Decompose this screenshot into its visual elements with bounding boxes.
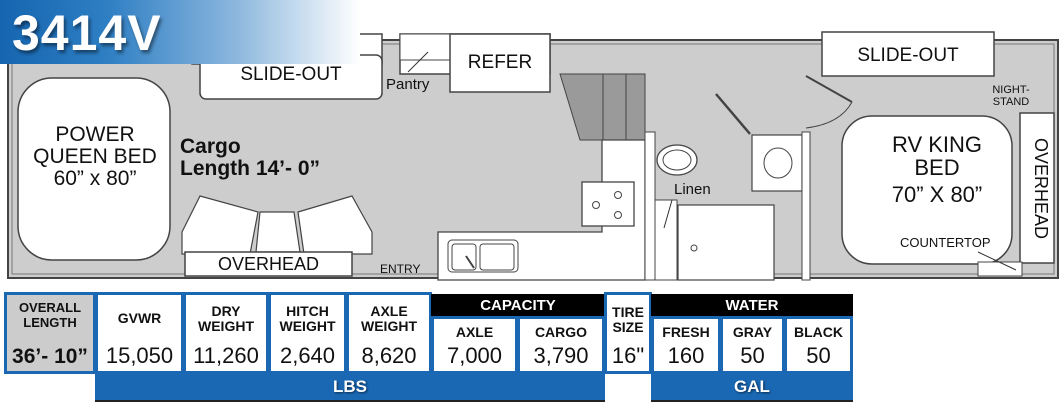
model-banner: 3414V [0,0,360,64]
rear-bed-label: RV KING BED 70” X 80” [862,133,1012,206]
cargo-length-label: Cargo Length 14’- 0” [180,135,321,181]
front-bed-size: 60” x 80” [53,167,137,191]
tire-size-label1: TIRE [612,304,644,320]
capacity-cargo-cell: CARGO 3,790 [517,316,605,374]
rear-bed-size: 70” X 80” [891,182,983,208]
refer-label: REFER [467,52,533,73]
water-gray-label: GRAY [732,324,773,340]
axle-weight-label2: WEIGHT [361,318,417,334]
axle-weight-value: 8,620 [361,343,417,368]
water-black-label: BLACK [794,324,843,340]
front-bed-line1: POWER [55,123,135,146]
hitch-weight-value: 2,640 [279,343,336,368]
capacity-header: CAPACITY [431,294,605,318]
gvwr-value: 15,050 [105,343,174,368]
tire-size-cell: TIRE SIZE 16" [604,292,652,374]
water-fresh-label: FRESH [662,324,710,340]
gvwr-label: GVWR [117,310,162,326]
water-header: WATER [651,294,853,318]
capacity-axle-value: 7,000 [446,343,503,368]
water-gray-value: 50 [740,343,765,368]
overhead-left-label: OVERHEAD [217,254,320,274]
capacity-axle-cell: AXLE 7,000 [431,316,518,374]
hitch-weight-cell: HITCH WEIGHT 2,640 [268,292,347,374]
overall-length-label: OVERALL LENGTH [7,300,93,330]
water-gray-cell: GRAY 50 [720,316,785,374]
specs-table: OVERALL LENGTH 36’- 10” GVWR 15,050 DRY … [0,292,860,408]
front-bed-label: POWER QUEEN BED 60” x 80” [22,123,168,191]
water-fresh-cell: FRESH 160 [651,316,721,374]
water-fresh-value: 160 [667,343,705,368]
water-black-cell: BLACK 50 [784,316,853,374]
overall-length-label1: OVERALL [18,300,82,315]
hitch-weight-label1: HITCH [286,303,329,319]
rear-bed-line2: BED [914,155,960,181]
gal-unit-bar: GAL [651,374,853,402]
rear-bed-line1: RV KING [891,132,983,157]
dry-weight-label: DRY WEIGHT [186,304,266,334]
cargo-line1: Cargo [180,135,241,158]
entry-label: ENTRY [380,262,421,276]
linen-label: Linen [674,181,711,198]
axle-weight-label1: AXLE [370,303,408,319]
model-title: 3414V [12,5,162,61]
lbs-unit-bar: LBS [95,374,605,402]
nightstand-line2: STAND [992,95,1030,108]
hitch-weight-label2: WEIGHT [279,318,336,334]
gvwr-cell: GVWR 15,050 [95,292,184,374]
dry-weight-cell: DRY WEIGHT 11,260 [183,292,269,374]
dry-weight-value: 11,260 [193,343,259,368]
front-bed-line2: QUEEN BED [33,145,157,169]
tire-size-value: 16" [611,343,645,368]
floor-plan-drawing [7,31,1059,281]
axle-weight-cell: AXLE WEIGHT 8,620 [346,292,432,374]
axle-weight-label: AXLE WEIGHT [349,304,429,334]
nightstand-line1: NIGHT- [992,84,1030,96]
pantry-label: Pantry [386,76,430,93]
floor-plan: POWER QUEEN BED 60” x 80” Cargo Length 1… [7,31,1059,281]
nightstand-label: NIGHT- STAND [984,84,1038,108]
overall-length-cell: OVERALL LENGTH 36’- 10” [4,292,96,374]
capacity-axle-label: AXLE [455,324,494,340]
cargo-line2: Length 14’- 0” [180,157,321,181]
dry-weight-label2: WEIGHT [198,318,254,334]
tire-size-label2: SIZE [612,319,644,335]
slide-out-left-label: SLIDE-OUT [240,64,342,85]
slide-out-right-label: SLIDE-OUT [857,45,959,66]
overall-length-value: 36’- 10” [12,345,88,368]
countertop-label: COUNTERTOP [900,235,991,250]
hitch-weight-label: HITCH WEIGHT [271,304,344,334]
overhead-right-label: OVERHEAD [1031,138,1051,240]
overall-length-label2: LENGTH [23,315,77,330]
capacity-cargo-value: 3,790 [533,343,589,368]
water-black-value: 50 [806,343,831,368]
dry-weight-label1: DRY [211,303,241,319]
tire-size-label: TIRE SIZE [607,305,649,335]
capacity-cargo-label: CARGO [534,324,588,340]
